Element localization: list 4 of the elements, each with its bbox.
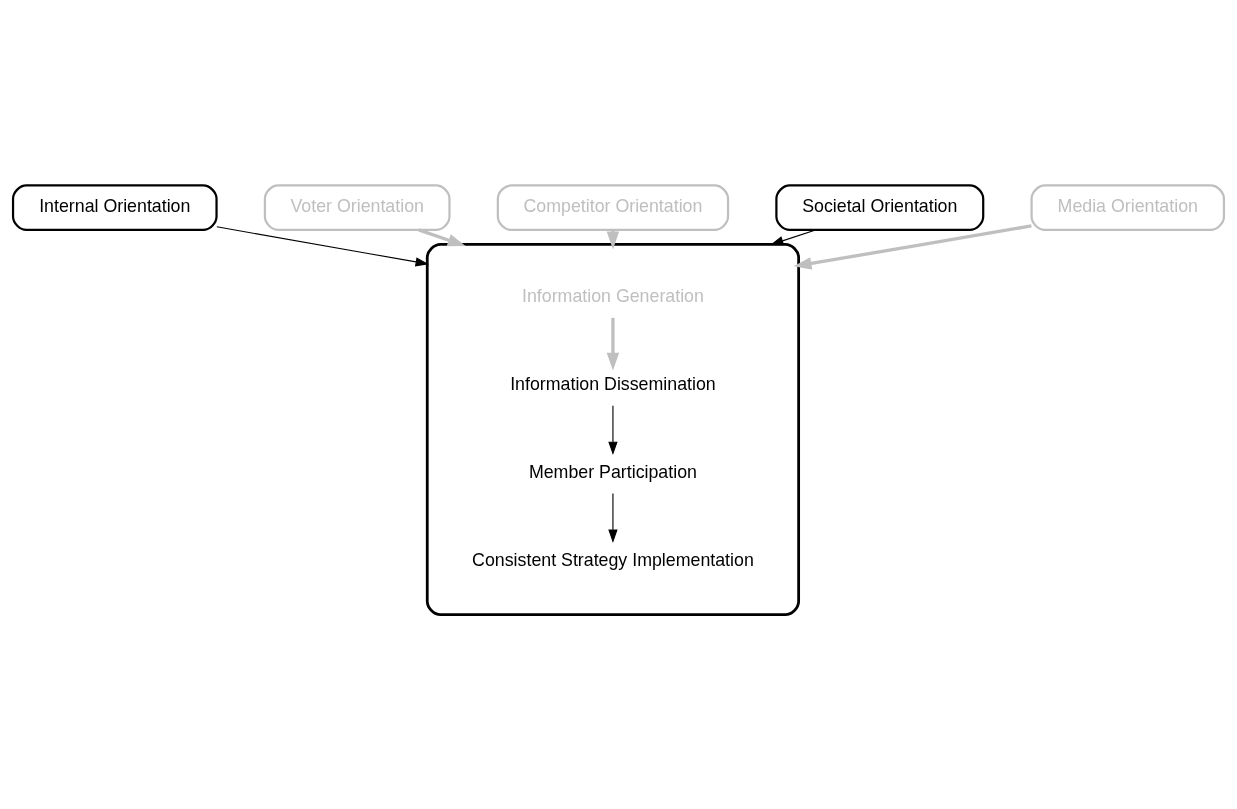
node-text: Information Generation — [522, 285, 704, 306]
node-text: Information Dissemination — [510, 373, 716, 394]
node-text: Member Participation — [528, 461, 697, 482]
node-text: Consistent Strategy Implementation — [472, 549, 754, 570]
